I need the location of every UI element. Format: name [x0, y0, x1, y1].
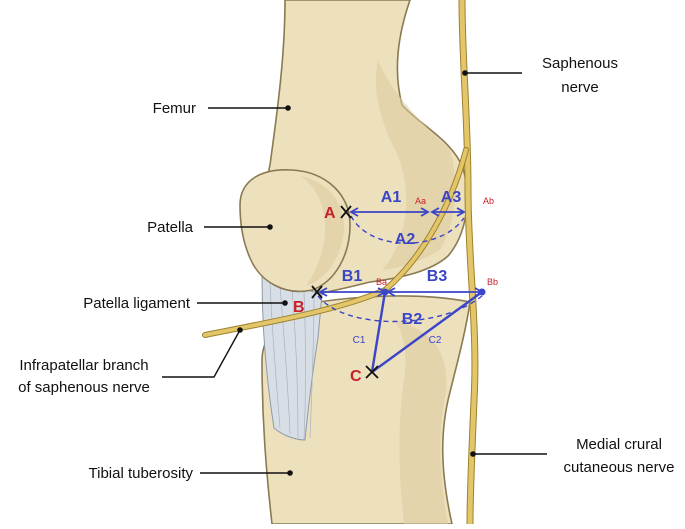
label-saphenous-line1: Saphenous	[542, 55, 618, 72]
point-label-ba: Ba	[376, 277, 387, 287]
point-label-bb: Bb	[487, 277, 498, 287]
segment-label-b3: B3	[427, 268, 448, 285]
patella-shade	[300, 176, 345, 286]
label-patella: Patella	[147, 219, 194, 236]
segment-c2-line	[371, 291, 483, 373]
segment-label-a3: A3	[441, 189, 462, 206]
segment-a2-arc	[350, 215, 465, 244]
point-bb-dot	[478, 288, 486, 296]
cross-markers	[311, 205, 379, 379]
leader-infrapatellar	[162, 329, 241, 378]
segment-labels: A1 A3 A2 B1 B3 B2 C1 C2	[342, 189, 462, 346]
anatomy-labels: Femur Saphenous nerve Patella Patella li…	[18, 55, 674, 482]
label-medial-crural-line1: Medial crural	[576, 436, 662, 453]
segment-label-b2: B2	[402, 311, 423, 328]
point-a-cross	[340, 205, 352, 219]
leader-dots	[237, 70, 476, 476]
label-infrapatellar-line2: of saphenous nerve	[18, 379, 150, 396]
ligament-fibers	[269, 281, 315, 441]
leader-lines	[162, 72, 547, 474]
label-saphenous-line2: nerve	[561, 79, 599, 96]
segment-label-c1: C1	[353, 335, 366, 346]
segment-b2-arc	[317, 295, 483, 323]
segment-label-a1: A1	[381, 189, 402, 206]
segment-label-a2: A2	[395, 231, 416, 248]
label-tibial-tuberosity: Tibial tuberosity	[89, 465, 194, 482]
point-label-c: C	[350, 368, 362, 385]
label-infrapatellar-line1: Infrapatellar branch	[19, 357, 148, 374]
label-patella-ligament: Patella ligament	[83, 295, 191, 312]
tibia-shade	[395, 320, 448, 524]
segment-label-b1: B1	[342, 268, 363, 285]
point-c-cross	[365, 365, 379, 379]
point-label-b: B	[293, 299, 305, 316]
femur-shade	[375, 60, 456, 270]
measurement-overlay	[317, 207, 484, 373]
point-labels: A B C Aa Ab Ba Bb	[293, 196, 498, 385]
segment-c1-line	[370, 291, 387, 373]
point-label-ab: Ab	[483, 196, 494, 206]
point-b-cross	[311, 285, 323, 299]
point-label-a: A	[324, 205, 336, 222]
segment-label-c2: C2	[429, 335, 442, 346]
point-label-aa: Aa	[415, 196, 426, 206]
point-ba-dot	[381, 288, 389, 296]
anatomy-illustration	[202, 0, 479, 528]
label-medial-crural-line2: cutaneous nerve	[564, 459, 675, 476]
label-femur: Femur	[153, 100, 196, 117]
